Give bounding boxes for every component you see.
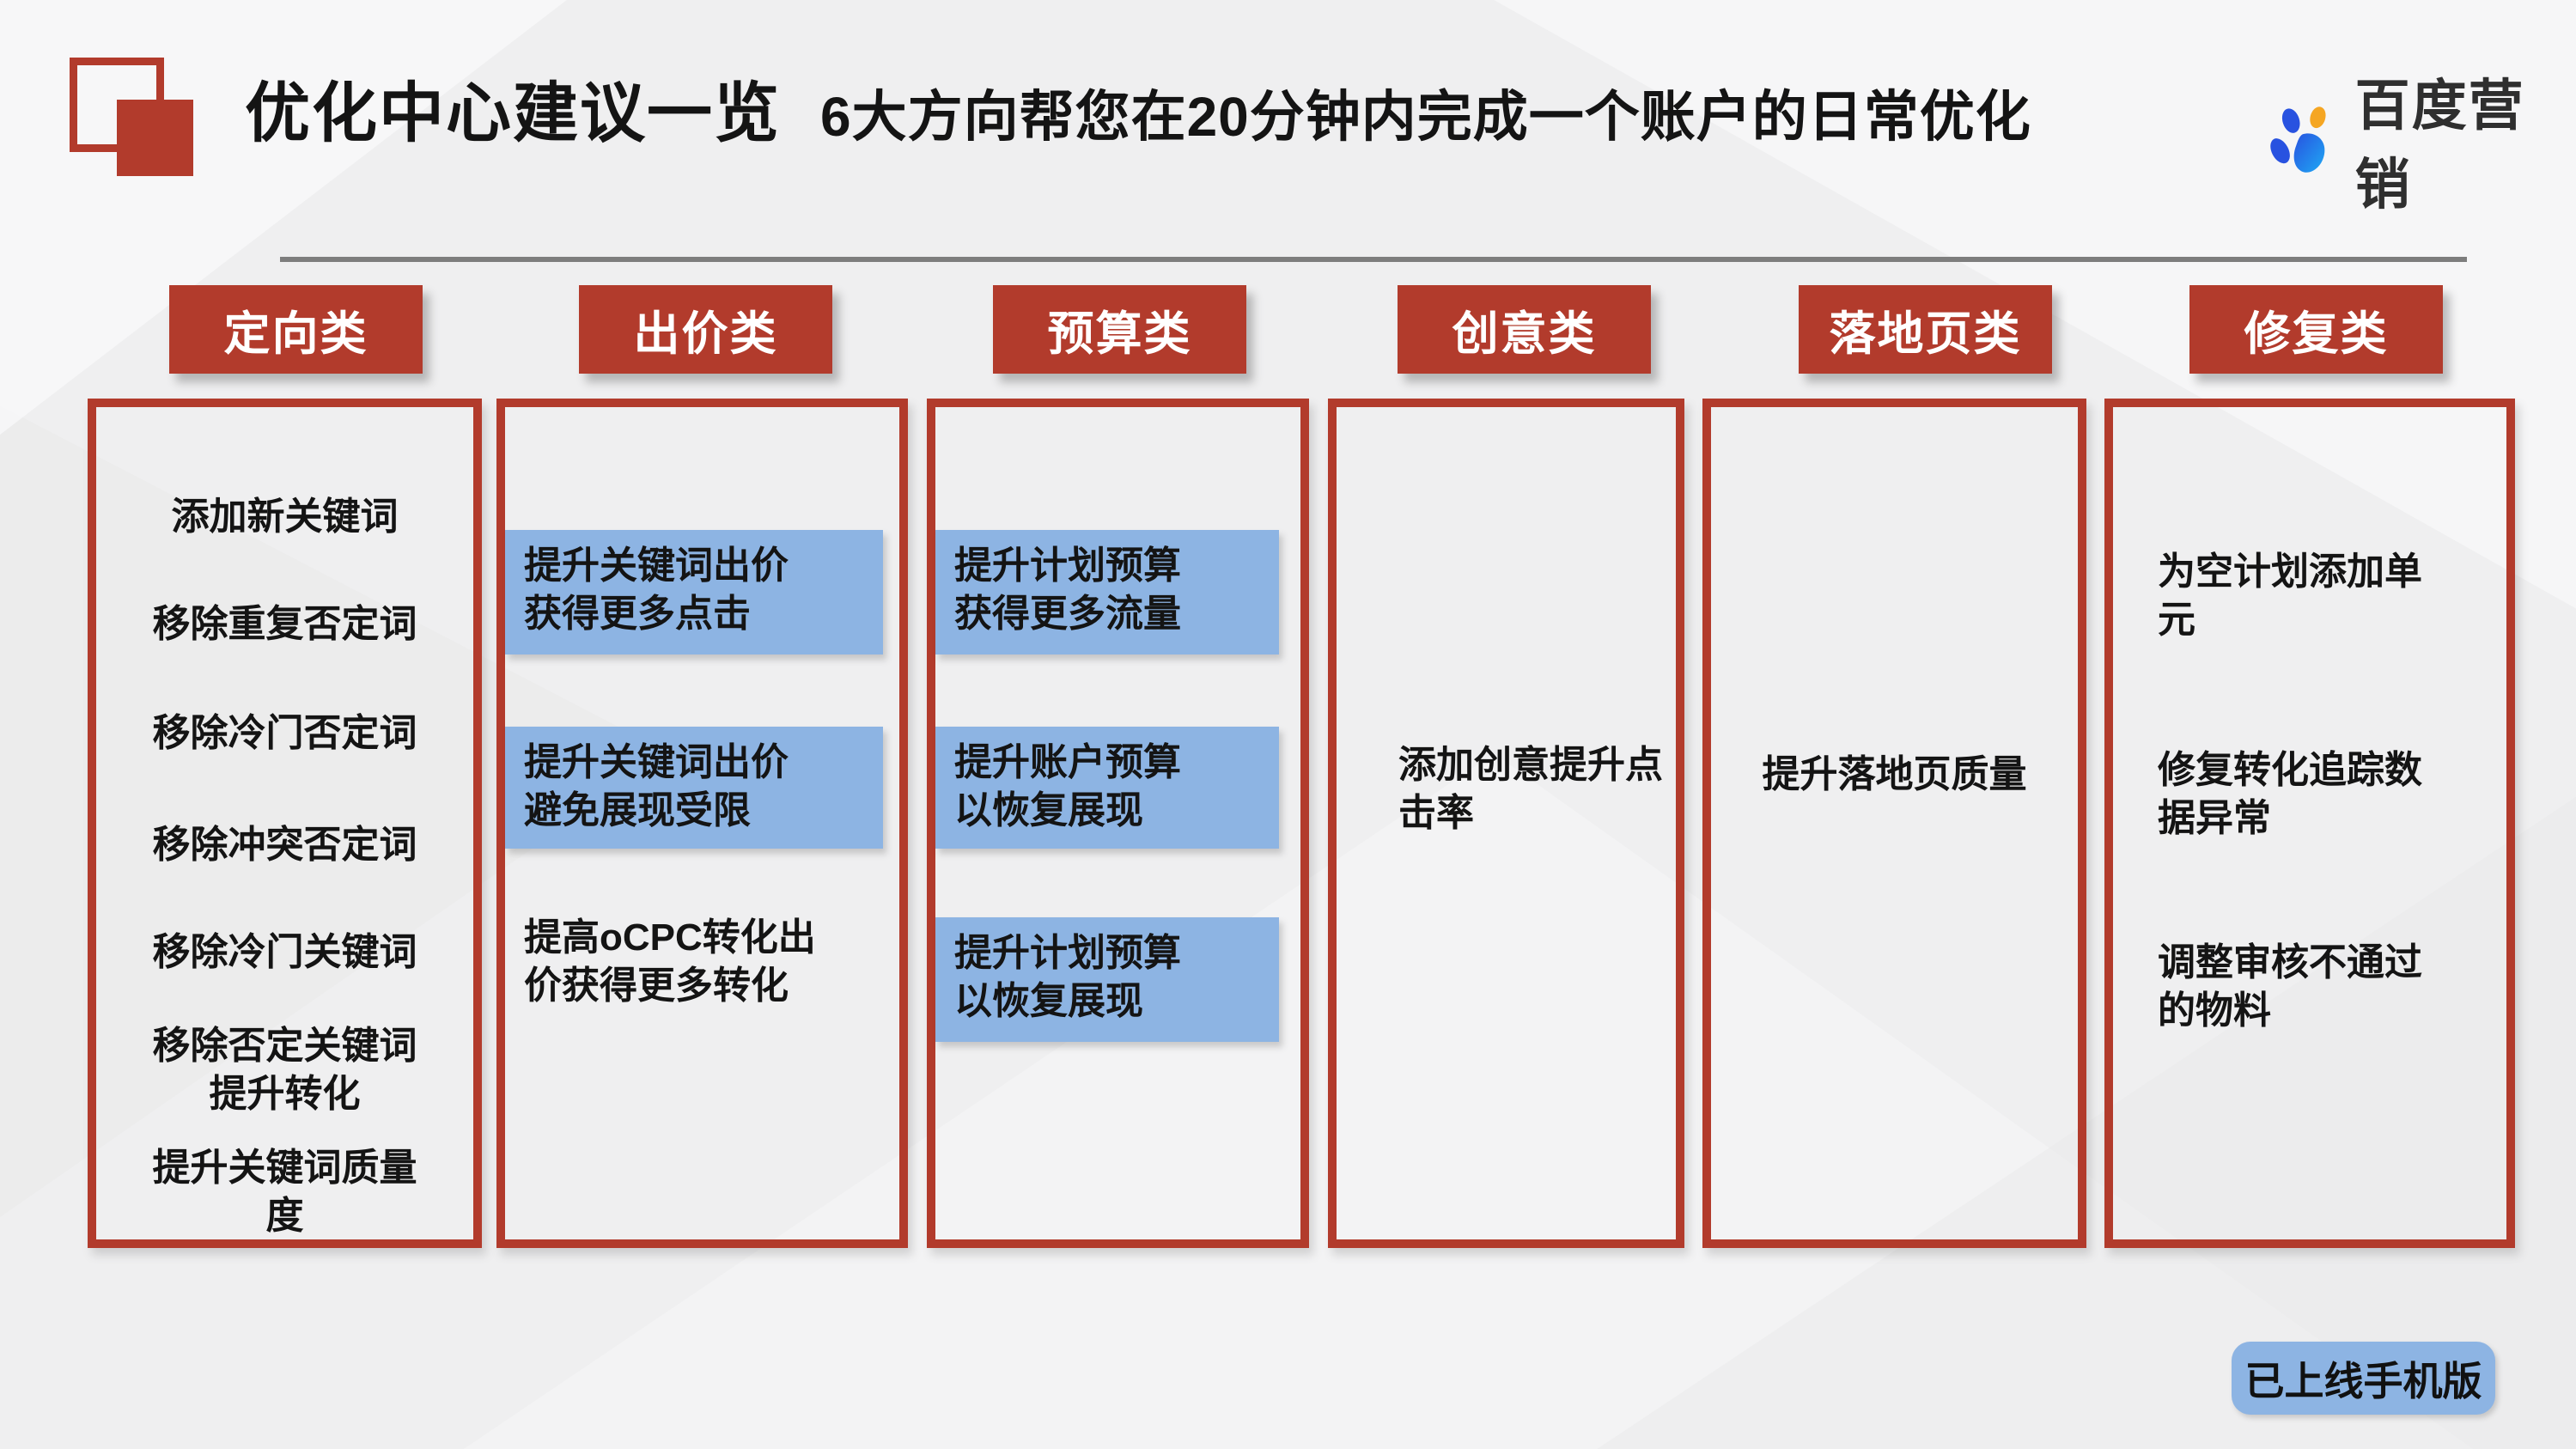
title-row: 优化中心建议一览 6大方向帮您在20分钟内完成一个账户的日常优化 bbox=[245, 60, 2031, 155]
column-targeting: 添加新关键词 移除重复否定词 移除冷门否定词 移除冲突否定词 移除冷门关键词 移… bbox=[88, 399, 482, 1248]
suggestion-item-highlighted: 提升计划预算 以恢复展现 bbox=[935, 917, 1279, 1042]
column-creative: 添加创意提升点 击率 bbox=[1328, 399, 1684, 1248]
suggestion-item: 移除否定关键词 提升转化 bbox=[152, 1025, 417, 1115]
category-header-targeting: 定向类 bbox=[169, 285, 423, 374]
suggestion-item: 移除冲突否定词 bbox=[152, 824, 417, 866]
category-header-fix: 修复类 bbox=[2189, 285, 2443, 374]
mobile-version-badge: 已上线手机版 bbox=[2232, 1342, 2495, 1415]
suggestion-item: 移除冷门否定词 bbox=[152, 712, 417, 754]
title-underline bbox=[280, 257, 2467, 262]
page-title: 优化中心建议一览 bbox=[245, 77, 781, 150]
column-fix: 为空计划添加单 元 修复转化追踪数 据异常 调整审核不通过 的物料 bbox=[2104, 399, 2515, 1248]
category-header-bidding: 出价类 bbox=[579, 285, 832, 374]
decoration-filled-square bbox=[117, 100, 193, 176]
suggestion-item-highlighted: 提升关键词出价 避免展现受限 bbox=[505, 727, 883, 849]
page-subtitle: 6大方向帮您在20分钟内完成一个账户的日常优化 bbox=[820, 86, 2031, 148]
suggestion-item-highlighted: 提升关键词出价 获得更多点击 bbox=[505, 530, 883, 654]
suggestion-item-highlighted: 提升计划预算 获得更多流量 bbox=[935, 530, 1279, 654]
brand-name: 百度营销 bbox=[2354, 75, 2525, 216]
suggestion-item: 添加创意提升点 击率 bbox=[1398, 744, 1663, 834]
column-bidding: 提升关键词出价 获得更多点击 提升关键词出价 避免展现受限 提高oCPC转化出 … bbox=[496, 399, 908, 1248]
suggestion-item: 为空计划添加单 元 bbox=[2158, 551, 2422, 641]
suggestion-item: 移除重复否定词 bbox=[152, 603, 417, 645]
suggestion-item: 移除冷门关键词 bbox=[152, 931, 417, 973]
suggestion-item-highlighted: 提升账户预算 以恢复展现 bbox=[935, 727, 1279, 849]
suggestion-item: 提升关键词质量 度 bbox=[152, 1147, 417, 1237]
category-header-budget: 预算类 bbox=[993, 285, 1246, 374]
baidu-marketing-logo-icon bbox=[2270, 107, 2326, 173]
suggestion-item: 调整审核不通过 的物料 bbox=[2158, 941, 2422, 1032]
suggestion-item: 提升落地页质量 bbox=[1762, 753, 2027, 795]
brand-logo: 百度营销 bbox=[2266, 62, 2576, 220]
column-landing-page: 提升落地页质量 bbox=[1702, 399, 2086, 1248]
category-header-creative: 创意类 bbox=[1398, 285, 1651, 374]
category-header-landing-page: 落地页类 bbox=[1799, 285, 2052, 374]
suggestion-item: 修复转化追踪数 据异常 bbox=[2158, 749, 2422, 839]
suggestion-item: 添加新关键词 bbox=[171, 496, 399, 538]
column-budget: 提升计划预算 获得更多流量 提升账户预算 以恢复展现 提升计划预算 以恢复展现 bbox=[927, 399, 1309, 1248]
suggestion-item: 提高oCPC转化出 价获得更多转化 bbox=[524, 916, 816, 1007]
